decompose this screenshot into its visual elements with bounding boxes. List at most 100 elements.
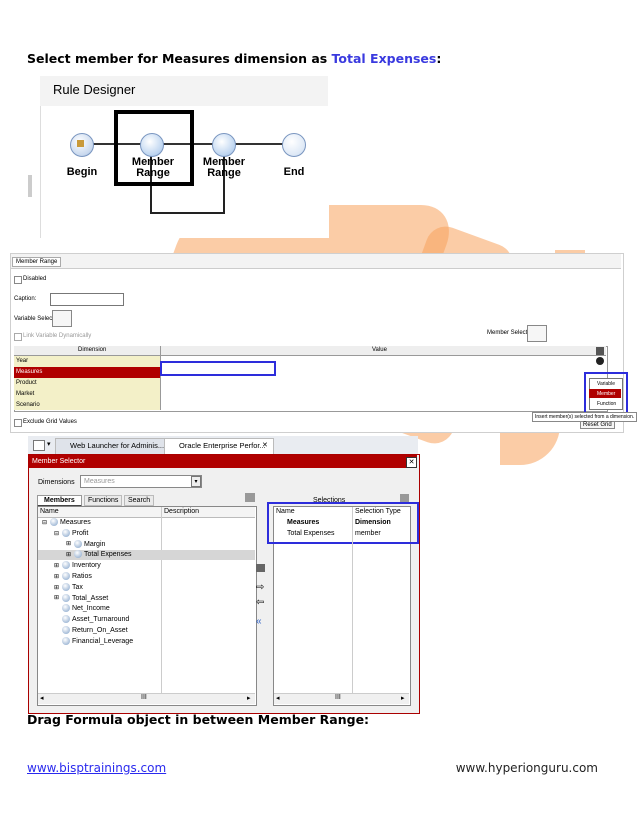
tree-node[interactable]: ⊞ Total_Asset <box>54 593 109 602</box>
member-range-label: Member Range <box>202 156 246 179</box>
grid-row-scenario[interactable]: Scenario <box>16 402 40 408</box>
member-icon <box>62 582 70 591</box>
grid-header <box>14 346 606 356</box>
remove-selection-icon[interactable]: ⇦ <box>256 597 265 608</box>
collapse-icon[interactable]: ⊟ <box>42 519 48 526</box>
tab-dropdown-icon[interactable]: ▾ <box>47 441 51 448</box>
selection-row-name[interactable]: Measures <box>287 519 320 526</box>
tree-hscroll[interactable] <box>38 693 255 704</box>
expand-icon[interactable]: ⊞ <box>54 573 60 580</box>
selection-highlight-box <box>114 110 194 186</box>
expand-icon[interactable]: ⊞ <box>54 595 60 602</box>
grid-row-product[interactable]: Product <box>16 380 37 386</box>
selection-row-type: Dimension <box>355 519 391 526</box>
grid-row-measures[interactable]: Measures <box>16 369 43 375</box>
expand-icon[interactable]: ⊞ <box>66 552 72 559</box>
begin-cube-icon <box>77 140 84 147</box>
tab-close-icon[interactable]: ✕ <box>262 442 268 449</box>
browser-tab-1-label: Web Launcher for Adminis... <box>70 441 165 450</box>
selections-scroll-left-icon[interactable]: ◂ <box>276 695 280 702</box>
tree-node[interactable]: ⊞ Total Expenses <box>66 550 132 559</box>
member-range-node-icon[interactable] <box>140 133 164 157</box>
tree-scroll-left-icon[interactable]: ◂ <box>40 695 44 702</box>
menu-item-function[interactable]: Function <box>597 401 617 407</box>
heading-suffix: : <box>436 51 442 66</box>
tree-node-label: Total Expenses <box>84 551 132 559</box>
collapse-icon[interactable]: ⊟ <box>54 530 60 537</box>
tree-node[interactable]: ⊟Profit <box>54 528 88 537</box>
expand-icon[interactable]: ⊞ <box>54 563 60 570</box>
grid-header-dimension: Dimension <box>78 347 107 353</box>
link-variable-label: Link Variable Dynamically <box>23 333 92 339</box>
selections-scroll-right-icon[interactable]: ▸ <box>401 695 405 702</box>
caption-input[interactable] <box>50 293 124 306</box>
footer-link-left[interactable]: www.bisptrainings.com <box>27 761 167 775</box>
heading-text: Select member for Measures dimension as <box>27 51 332 66</box>
selections-hscroll[interactable] <box>274 693 409 704</box>
tree-scroll-grip[interactable]: III <box>141 694 147 701</box>
tree-toolbar-icon[interactable] <box>245 493 255 502</box>
grid-action-icon[interactable] <box>596 357 604 365</box>
link-variable-checkbox[interactable] <box>14 333 22 341</box>
selections-divider <box>352 507 353 693</box>
end-node-icon[interactable] <box>282 133 306 157</box>
menu-item-member[interactable]: Member <box>597 391 616 397</box>
tree-node[interactable]: ⊞Inventory <box>54 561 101 570</box>
grid-icon[interactable] <box>33 440 45 451</box>
expand-icon[interactable]: ⊞ <box>54 584 60 591</box>
tab-functions[interactable]: Functions <box>84 495 123 506</box>
end-label: End <box>283 166 305 178</box>
menu-item-variable[interactable]: Variable <box>597 381 615 387</box>
remove-all-icon[interactable]: « <box>256 616 262 627</box>
selections-header-name: Name <box>276 508 295 515</box>
flow-line <box>80 143 295 145</box>
member-icon <box>74 539 82 548</box>
expand-icon[interactable]: ⊞ <box>66 541 72 548</box>
tree-node[interactable]: ⊞Margin <box>66 539 105 548</box>
reset-grid-button[interactable]: Reset Grid <box>580 421 615 429</box>
selections-label: Selections <box>313 497 346 504</box>
selections-panel <box>273 506 411 706</box>
tree-node[interactable]: Return_On_Asset <box>54 626 128 634</box>
tree-node[interactable]: ⊟Measures <box>42 518 91 526</box>
member-range-node-icon[interactable] <box>212 133 236 157</box>
grid-row-selected[interactable] <box>14 367 160 378</box>
grid-action-icon[interactable] <box>596 347 604 355</box>
selections-header-type: Selection Type <box>355 508 401 515</box>
selection-row-name[interactable]: Total Expenses <box>287 530 335 537</box>
tree-node-label: Net_Income <box>72 605 110 613</box>
tree-node[interactable]: Asset_Turnaround <box>54 615 130 624</box>
panel-edge <box>28 175 32 197</box>
grid-header-value: Value <box>372 347 387 353</box>
members-tree-panel <box>37 506 257 706</box>
dimensions-label: Dimensions <box>38 479 75 486</box>
add-function-icon[interactable] <box>256 564 265 572</box>
selections-scroll-grip[interactable]: III <box>335 694 341 701</box>
tree-node[interactable]: ⊞Ratios <box>54 572 92 580</box>
footer-text-right: www.hyperionguru.com <box>455 761 598 775</box>
begin-label: Begin <box>66 166 98 178</box>
value-cell-highlight[interactable] <box>160 361 276 376</box>
tab-search[interactable]: Search <box>124 495 155 506</box>
tree-node-label: Total_Asset <box>72 594 109 602</box>
tree-node-label: Asset_Turnaround <box>72 616 130 624</box>
tree-scroll-right-icon[interactable]: ▸ <box>247 695 251 702</box>
member-icon <box>62 636 70 645</box>
tab-member-range[interactable]: Member Range <box>12 257 62 267</box>
dimensions-dropdown[interactable] <box>80 475 202 488</box>
tree-node[interactable]: Net_Income <box>54 604 110 613</box>
heading-highlight: Total Expenses <box>331 51 437 66</box>
selections-toolbar-icon[interactable] <box>400 494 409 503</box>
variable-selector-button[interactable] <box>52 310 72 327</box>
member-icon <box>62 561 70 570</box>
add-selection-icon[interactable]: ⇨ <box>256 582 265 593</box>
dropdown-arrow-icon[interactable]: ▾ <box>191 476 201 487</box>
grid-row-market[interactable]: Market <box>16 391 35 397</box>
member-selector-button[interactable] <box>527 325 547 342</box>
disabled-checkbox[interactable] <box>14 276 22 284</box>
tree-node[interactable]: ⊞Tax <box>54 582 83 591</box>
tree-node[interactable]: Financial_Leverage <box>54 636 133 645</box>
dialog-close-icon[interactable]: ✕ <box>406 457 417 468</box>
grid-row-year[interactable]: Year <box>16 358 29 364</box>
exclude-checkbox[interactable] <box>14 419 22 427</box>
